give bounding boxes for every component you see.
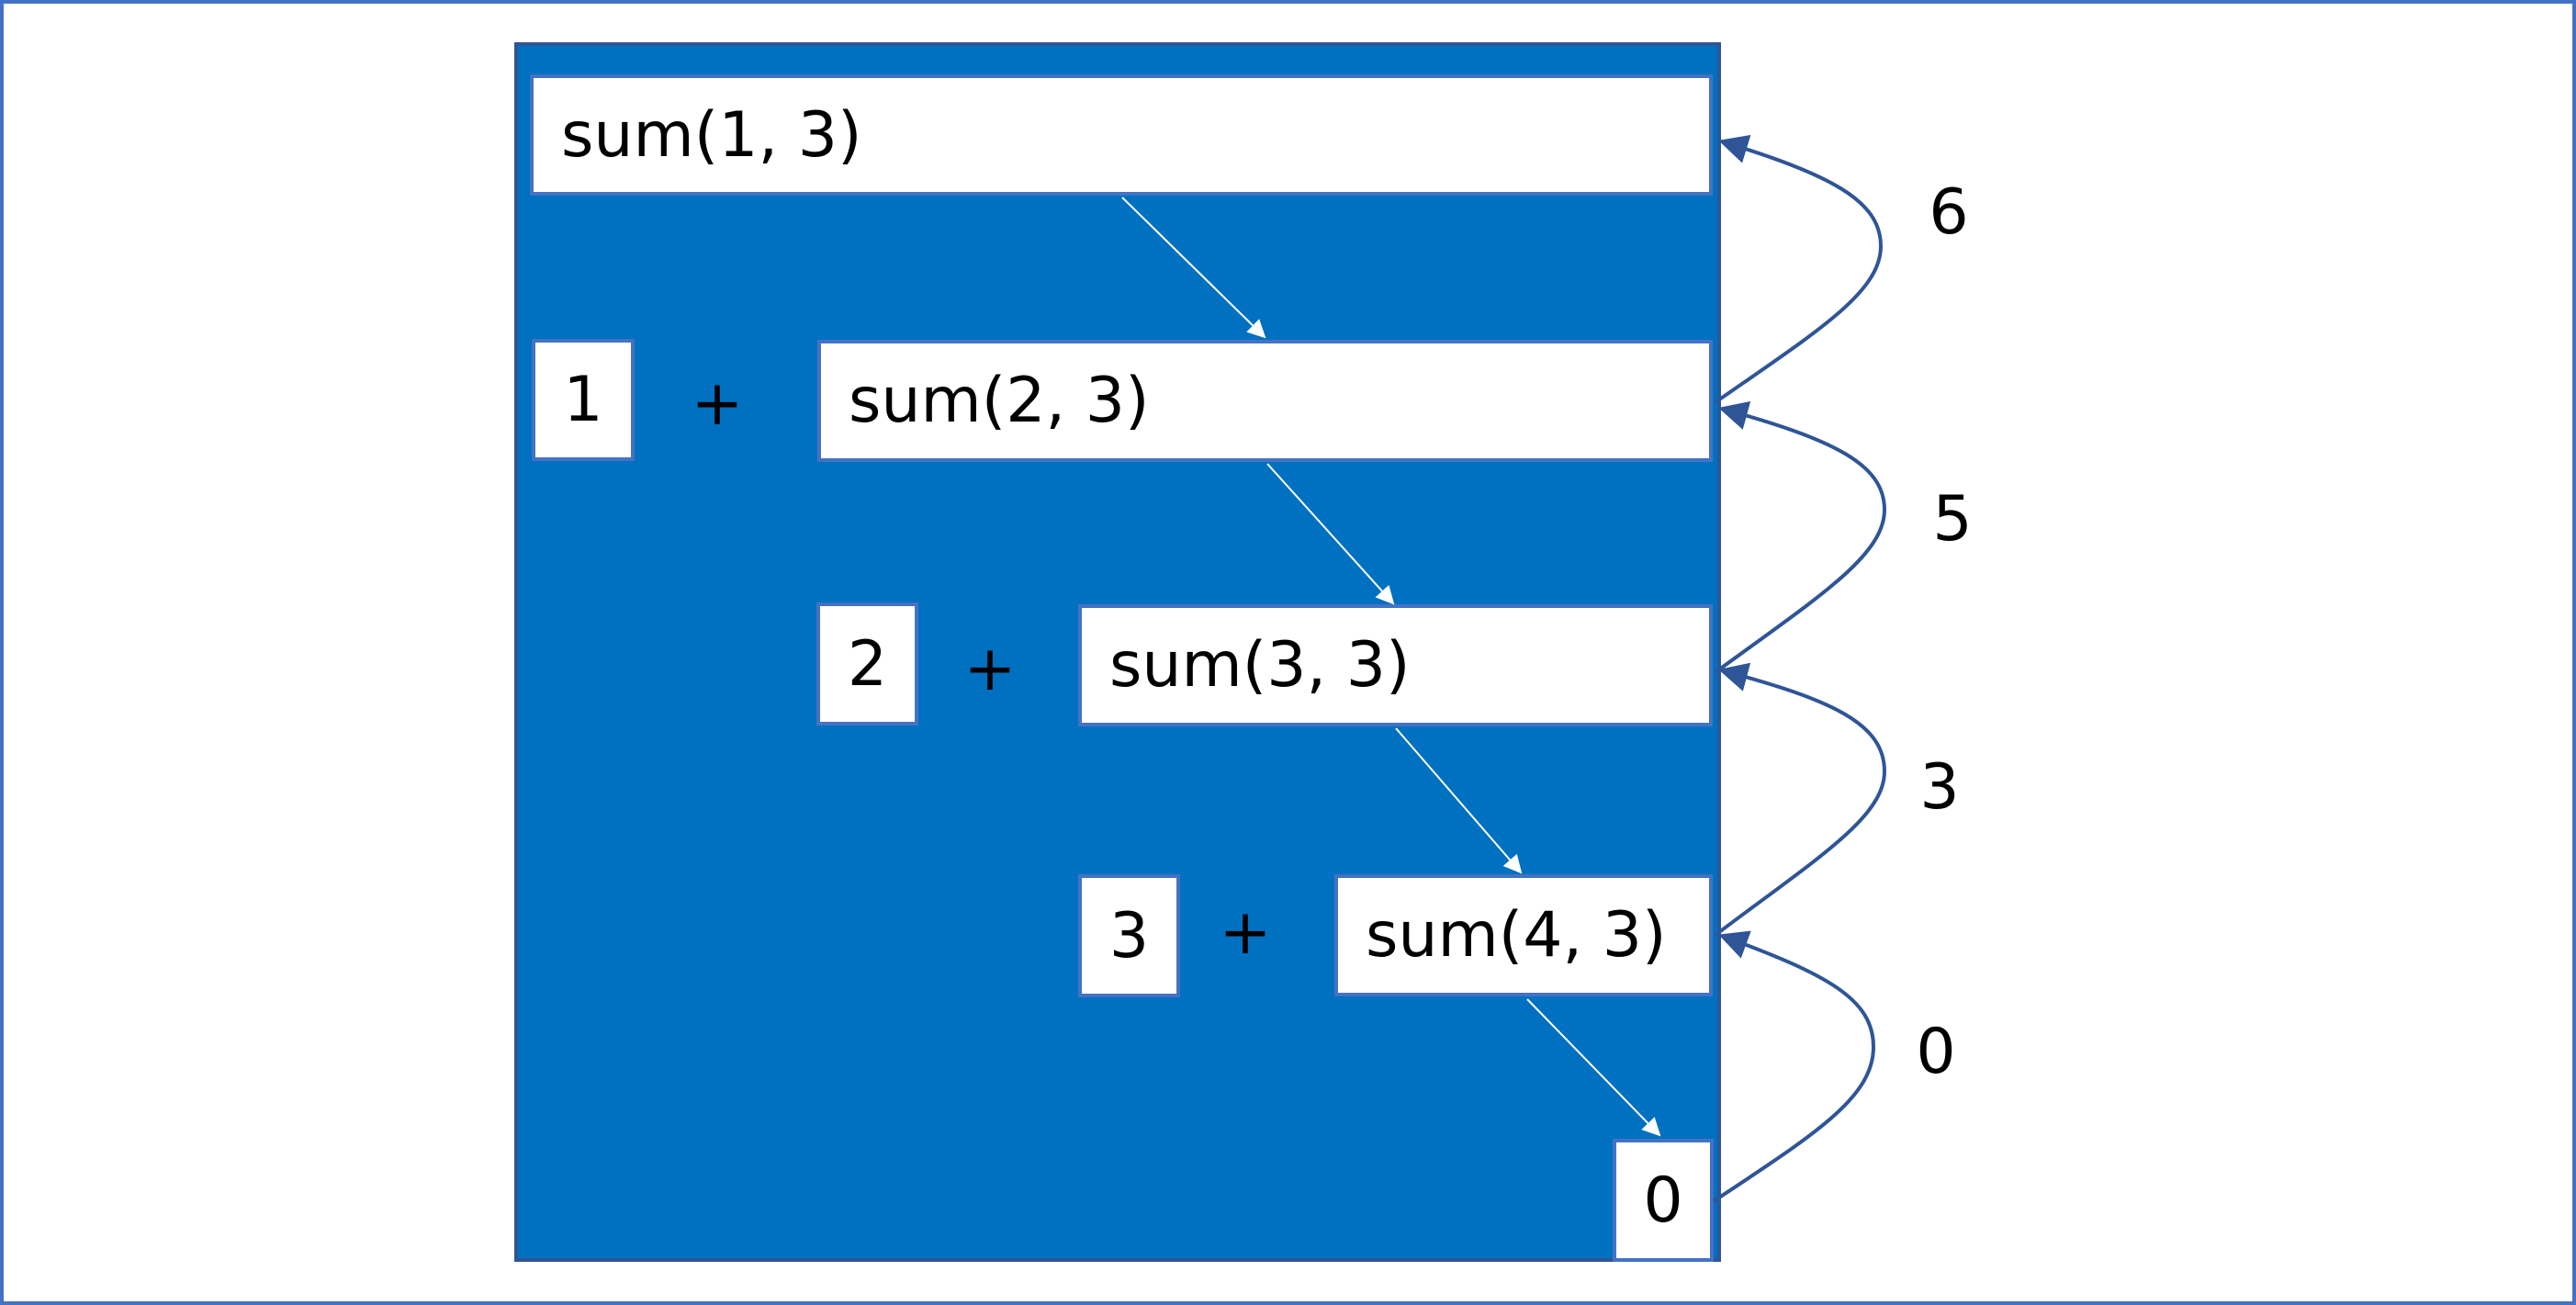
return-value-label: 6 [1929, 176, 1969, 249]
return-value-label: 0 [1916, 1016, 1956, 1088]
call-label: sum(3, 3) [1109, 629, 1411, 702]
base-value: 0 [1643, 1164, 1683, 1237]
term-value: 1 [563, 364, 603, 436]
call-box-sum-3: sum(3, 3) [1078, 604, 1713, 726]
call-box-sum-2: sum(2, 3) [817, 340, 1713, 462]
term-box-3: 3 [1078, 874, 1180, 997]
return-value-label: 3 [1919, 751, 1960, 824]
term-value: 3 [1108, 899, 1150, 973]
term-value: 2 [847, 627, 888, 701]
call-box-sum-1: sum(1, 3) [530, 74, 1713, 196]
plus-operator: + [691, 367, 744, 440]
base-case-box: 0 [1613, 1139, 1714, 1262]
return-value-label: 5 [1932, 483, 1973, 556]
term-box-1: 1 [532, 339, 635, 461]
plus-operator: + [963, 633, 1017, 705]
call-box-sum-4: sum(4, 3) [1334, 874, 1713, 996]
term-box-2: 2 [816, 602, 918, 726]
call-label: sum(1, 3) [561, 98, 862, 172]
call-label: sum(4, 3) [1366, 899, 1667, 972]
call-label: sum(2, 3) [849, 365, 1150, 437]
plus-operator: + [1219, 896, 1272, 969]
